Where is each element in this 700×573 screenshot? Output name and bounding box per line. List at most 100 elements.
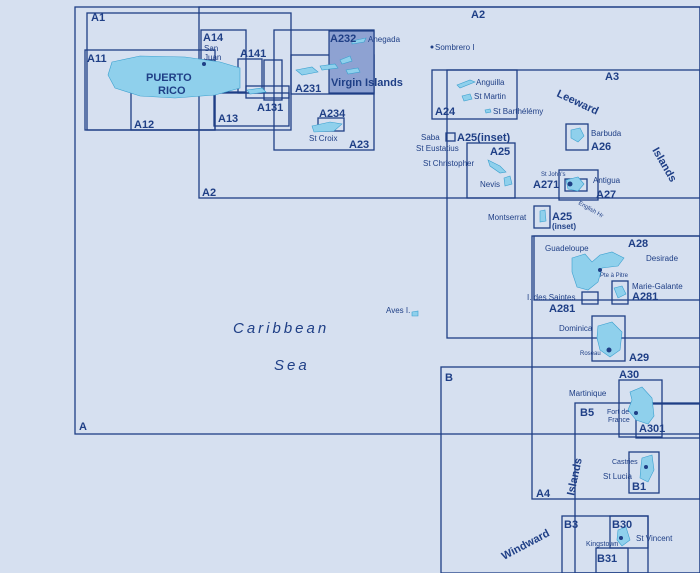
chart-label-a271[interactable]: A271 bbox=[533, 179, 559, 191]
puerto-rico-label-1: PUERTO bbox=[146, 72, 192, 84]
anegada-land bbox=[351, 37, 367, 45]
chart-label-a26[interactable]: A26 bbox=[591, 141, 611, 153]
chart-label-a25[interactable]: A25 bbox=[490, 146, 510, 158]
frame-a232[interactable] bbox=[328, 30, 375, 94]
dominica-land bbox=[596, 321, 623, 358]
castries-label: Castries bbox=[612, 459, 638, 466]
chart-label-a234[interactable]: A234 bbox=[319, 108, 346, 120]
chart-label-a24[interactable]: A24 bbox=[435, 106, 456, 118]
nevis-land bbox=[503, 175, 513, 187]
martinique-label: Martinique bbox=[569, 389, 607, 398]
frame-b1[interactable] bbox=[628, 451, 660, 494]
puerto-rico-land bbox=[107, 55, 241, 99]
frame-a30[interactable] bbox=[618, 379, 663, 438]
chart-label-a232[interactable]: A232 bbox=[330, 33, 356, 45]
chart-label-a4[interactable]: A4 bbox=[536, 488, 551, 500]
anguilla-land bbox=[456, 79, 476, 89]
fort-de-france-label-1: Fort de bbox=[607, 409, 629, 416]
frame-a281b[interactable] bbox=[611, 280, 629, 305]
sea-label-line2: Sea bbox=[274, 357, 310, 374]
chart-label-b30[interactable]: B30 bbox=[612, 519, 632, 531]
windward-label: Windward bbox=[500, 527, 552, 562]
anguilla-label: Anguilla bbox=[476, 78, 505, 87]
st-christopher-land bbox=[487, 159, 507, 174]
chart-label-a131[interactable]: A131 bbox=[257, 102, 283, 114]
frame-b30[interactable] bbox=[609, 515, 649, 549]
st-christopher-label: St Christopher bbox=[423, 159, 474, 168]
chart-label-a23[interactable]: A23 bbox=[349, 139, 369, 151]
chart-label-a281-right[interactable]: A281 bbox=[632, 291, 658, 303]
frame-a25[interactable] bbox=[466, 142, 516, 199]
virgin-islands-land bbox=[295, 55, 361, 76]
virgin-islands-label: Virgin Islands bbox=[331, 77, 403, 89]
st-croix-land bbox=[311, 121, 343, 133]
guadeloupe-label: Guadeloupe bbox=[545, 244, 589, 253]
fort-de-france-marker bbox=[634, 411, 638, 415]
frame-a301[interactable] bbox=[635, 403, 700, 439]
chart-label-a12[interactable]: A12 bbox=[134, 119, 154, 131]
windward-islands-label: Islands bbox=[565, 457, 585, 497]
chart-label-a14[interactable]: A14 bbox=[203, 32, 224, 44]
fort-de-france-label-2: France bbox=[608, 417, 630, 424]
desirade-label: Desirade bbox=[646, 254, 679, 263]
sombrero-marker bbox=[430, 45, 434, 49]
chart-label-a3[interactable]: A3 bbox=[605, 71, 619, 83]
frame-b31[interactable] bbox=[595, 547, 629, 573]
chart-label-b1[interactable]: B1 bbox=[632, 481, 646, 493]
chart-label-a29[interactable]: A29 bbox=[629, 352, 649, 364]
st-martin-label: St Martin bbox=[474, 92, 506, 101]
barbuda-land bbox=[570, 127, 585, 143]
chart-label-a25-inset[interactable]: A25(inset) bbox=[457, 132, 511, 144]
barbuda-label: Barbuda bbox=[591, 129, 622, 138]
frame-a25-inset1[interactable] bbox=[445, 132, 456, 142]
frame-a141[interactable] bbox=[237, 58, 263, 94]
chart-label-a30[interactable]: A30 bbox=[619, 369, 639, 381]
san-juan-label-1: San bbox=[204, 44, 218, 53]
chart-label-a[interactable]: A bbox=[79, 421, 87, 433]
frame-a29[interactable] bbox=[591, 315, 626, 362]
leeward-label: Leeward bbox=[555, 88, 601, 118]
st-croix-label: St Croix bbox=[309, 134, 337, 143]
frame-a3[interactable] bbox=[446, 69, 700, 339]
chart-label-a231[interactable]: A231 bbox=[295, 83, 321, 95]
frame-a131[interactable] bbox=[245, 85, 290, 99]
aves-land bbox=[411, 310, 419, 317]
chart-label-a141[interactable]: A141 bbox=[240, 48, 266, 60]
chart-label-a13[interactable]: A13 bbox=[218, 113, 238, 125]
chart-label-b3[interactable]: B3 bbox=[564, 519, 578, 531]
frame-a26[interactable] bbox=[565, 123, 589, 151]
chart-label-a25-inset2[interactable]: A25 bbox=[552, 211, 572, 223]
chart-label-a2-bottom[interactable]: A2 bbox=[202, 187, 216, 199]
frame-a27[interactable] bbox=[558, 169, 599, 201]
frame-a2[interactable] bbox=[198, 6, 700, 199]
chart-label-a301[interactable]: A301 bbox=[639, 423, 665, 435]
frame-a25-inset2[interactable] bbox=[533, 205, 551, 229]
chart-label-a1[interactable]: A1 bbox=[91, 12, 105, 24]
frame-a131b[interactable] bbox=[263, 59, 283, 101]
chart-label-a27[interactable]: A27 bbox=[596, 189, 616, 201]
chart-label-b5[interactable]: B5 bbox=[580, 407, 594, 419]
chart-label-a11[interactable]: A11 bbox=[87, 53, 107, 65]
chart-label-a281-left[interactable]: A281 bbox=[549, 303, 575, 315]
antigua-label: Antigua bbox=[593, 176, 621, 185]
chart-label-a28[interactable]: A28 bbox=[628, 238, 648, 250]
chart-label-b31[interactable]: B31 bbox=[597, 553, 617, 565]
marie-galante-label: Marie-Galante bbox=[632, 282, 683, 291]
frame-b[interactable] bbox=[440, 366, 700, 573]
st-vincent-label: St Vincent bbox=[636, 534, 673, 543]
martinique-land bbox=[627, 386, 655, 425]
frame-a281a[interactable] bbox=[581, 291, 599, 305]
dominica-label: Dominica bbox=[559, 324, 593, 333]
i-des-saintes-label: I. des Saintes bbox=[527, 293, 575, 302]
aves-label: Aves I. bbox=[386, 306, 410, 315]
leeward-islands-label: Islands bbox=[649, 146, 678, 185]
san-juan-marker bbox=[202, 62, 206, 66]
antigua-land bbox=[565, 176, 585, 192]
kingstown-label: Kingstown bbox=[586, 541, 618, 548]
nevis-label: Nevis bbox=[480, 180, 500, 189]
kingstown-marker bbox=[619, 536, 623, 540]
chart-label-b[interactable]: B bbox=[445, 372, 453, 384]
chart-label-a2-top[interactable]: A2 bbox=[471, 9, 485, 21]
